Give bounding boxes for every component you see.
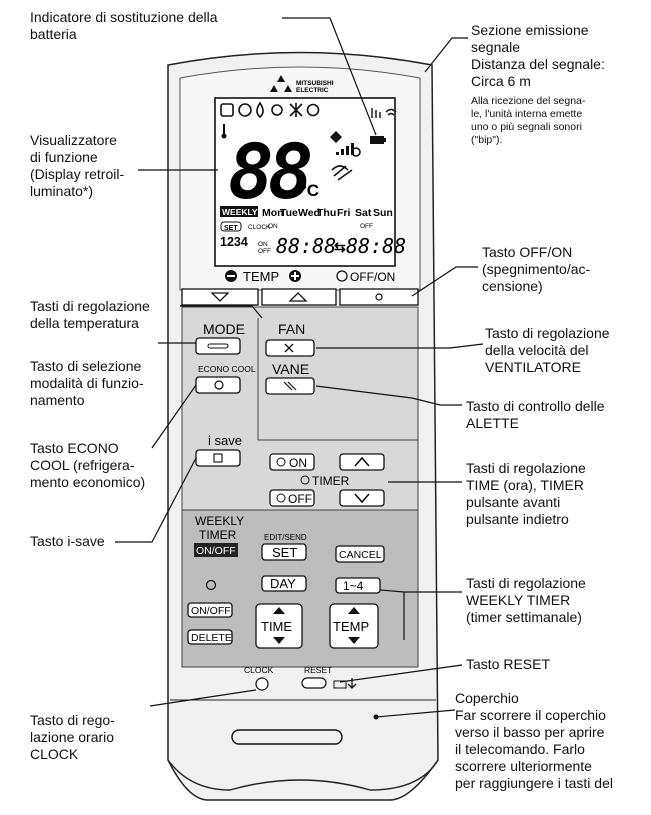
- battery-indicator-icon: [370, 136, 386, 144]
- label-battery-indicator: Indicatore di sostituzione della batteri…: [30, 9, 218, 42]
- timer-on-label: ON: [289, 456, 307, 470]
- isave-button[interactable]: [195, 449, 241, 467]
- lcd-day-fri: Fri: [337, 207, 351, 219]
- weekly-timer-label-2: TIMER: [199, 528, 237, 542]
- day-label: DAY: [270, 576, 296, 591]
- auto-mode-icon: [220, 103, 234, 117]
- weekly-onoff-button[interactable]: ON/OFF: [194, 543, 238, 557]
- temp-weekly-button[interactable]: TEMP: [329, 603, 379, 649]
- clock-label: CLOCK: [244, 665, 274, 675]
- label-time-timer: Tasti di regolazione TIME (ora), TIMER p…: [466, 460, 586, 527]
- cancel-button[interactable]: CANCEL: [335, 545, 385, 563]
- onoff-small-button[interactable]: ON/OFF: [187, 602, 233, 618]
- label-reset: Tasto RESET: [466, 656, 551, 672]
- day-button[interactable]: DAY: [261, 575, 307, 592]
- label-signal-note: Alla ricezione del segna- le, l'unità in…: [471, 95, 586, 146]
- range-label: 1~4: [343, 579, 364, 593]
- timer-off-button[interactable]: OFF: [269, 489, 315, 507]
- lcd-day-thu: Thu: [317, 207, 336, 219]
- edit-send-label: EDIT/SEND: [264, 533, 307, 542]
- temp-down-button[interactable]: [181, 288, 259, 306]
- label-vane: Tasto di controllo delle ALETTE: [466, 398, 605, 431]
- lcd-day-sat: Sat: [355, 207, 372, 219]
- range-button[interactable]: 1~4: [335, 577, 381, 594]
- lcd-day-sun: Sun: [373, 207, 393, 219]
- mode-label: MODE: [203, 321, 245, 337]
- lcd-day-mon: Mon: [262, 207, 284, 219]
- temp-up-button[interactable]: [261, 288, 337, 306]
- vane-button[interactable]: [265, 377, 315, 395]
- lcd-time-left: 88:88: [276, 234, 336, 258]
- lcd-on-tag-2: ON: [258, 241, 268, 248]
- timer-on-button[interactable]: ON: [269, 453, 315, 471]
- cover-bottom-edge: [167, 759, 439, 791]
- lcd-weekly-badge: WEEKLY: [222, 207, 258, 217]
- timer-down-button[interactable]: [339, 489, 385, 507]
- label-econo-cool: Tasto ECONO COOL (refrigera- mento econo…: [30, 440, 146, 490]
- onoff-small-label: ON/OFF: [191, 605, 231, 617]
- cover-grip[interactable]: [231, 729, 343, 745]
- timer-off-label: OFF: [288, 492, 312, 506]
- vane-label: VANE: [272, 361, 309, 377]
- temp-weekly-label: TEMP: [333, 619, 369, 634]
- brand-line2: ELECTRIC: [296, 87, 329, 94]
- reset-button[interactable]: [301, 677, 327, 689]
- timer-up-button[interactable]: [339, 453, 385, 471]
- time-label: TIME: [261, 619, 292, 634]
- offon-button[interactable]: [339, 288, 419, 306]
- set-label: SET: [272, 545, 297, 560]
- clock-button[interactable]: [255, 677, 269, 691]
- lcd-weekly-badge-bg: [220, 206, 258, 217]
- isave-label: i save: [208, 433, 242, 448]
- lcd-off-tag: OFF: [360, 223, 373, 230]
- cover-dot: [373, 714, 379, 720]
- temp-row-label: TEMP: [243, 269, 279, 284]
- time-button[interactable]: TIME: [255, 603, 303, 649]
- weekly-timer-label-1: WEEKLY: [195, 514, 244, 528]
- lcd-temp-unit: °C: [300, 181, 319, 200]
- weekly-clock-icon: [205, 579, 217, 591]
- econo-cool-button[interactable]: [195, 376, 241, 394]
- reset-label: RESET: [304, 665, 332, 675]
- weekly-onoff-label: ON/OFF: [196, 545, 236, 557]
- lcd-program-numbers: 1234: [220, 235, 248, 249]
- label-weekly-timer: Tasti di regolazione WEEKLY TIMER (timer…: [466, 575, 586, 625]
- label-signal-section: Sezione emissione segnale Distanza del s…: [471, 22, 605, 89]
- timer-label: TIMER: [312, 474, 350, 488]
- label-cover: Coperchio Far scorrere il coperchio vers…: [455, 690, 613, 791]
- econo-cool-label: ECONO COOL: [198, 364, 256, 374]
- mode-button[interactable]: [195, 337, 241, 355]
- lcd-off-tag-2: OFF: [258, 248, 271, 255]
- set-button[interactable]: SET: [261, 543, 307, 561]
- fan-button[interactable]: [265, 339, 315, 357]
- lcd-arrow: ⇆: [334, 239, 346, 255]
- lcd-set-badge: SET: [224, 225, 238, 232]
- label-clock: Tasto di rego- lazione orario CLOCK: [30, 712, 115, 762]
- label-mode-select: Tasto di selezione modalità di funzio- n…: [30, 358, 144, 408]
- offon-row-label: OFF/ON: [350, 270, 395, 284]
- label-function-display: Visualizzatore di funzione (Display retr…: [30, 132, 125, 199]
- label-fan-speed: Tasto di regolazione della velocità del …: [485, 325, 610, 375]
- cancel-label: CANCEL: [339, 549, 382, 561]
- power-icon: [336, 270, 348, 282]
- delete-label: DELETE: [191, 632, 232, 644]
- lcd-on-tag: ON: [268, 223, 278, 230]
- heat-mode-icon: [238, 103, 252, 117]
- lcd-time-right: 88:88: [346, 234, 406, 258]
- lcd-day-wed: Wed: [298, 207, 320, 219]
- label-temp-adjust: Tasti di regolazione della temperatura: [30, 298, 150, 331]
- lcd-temp-digits: 88: [228, 127, 311, 216]
- label-offon: Tasto OFF/ON (spegnimento/ac- censione): [482, 244, 591, 294]
- lcd-clock-tag: CLOCK: [248, 224, 271, 231]
- timer-clock-icon: [300, 475, 310, 485]
- lcd-day-tue: Tue: [280, 207, 298, 219]
- dry-mode-icon: [256, 101, 264, 119]
- lcd-set-badge-frame: [220, 221, 242, 232]
- fan-label: FAN: [278, 321, 305, 337]
- label-isave: Tasto i-save: [30, 533, 105, 549]
- vane-icon: [331, 147, 361, 181]
- delete-button[interactable]: DELETE: [187, 629, 233, 645]
- brand-line1: MITSUBISHI: [296, 80, 334, 87]
